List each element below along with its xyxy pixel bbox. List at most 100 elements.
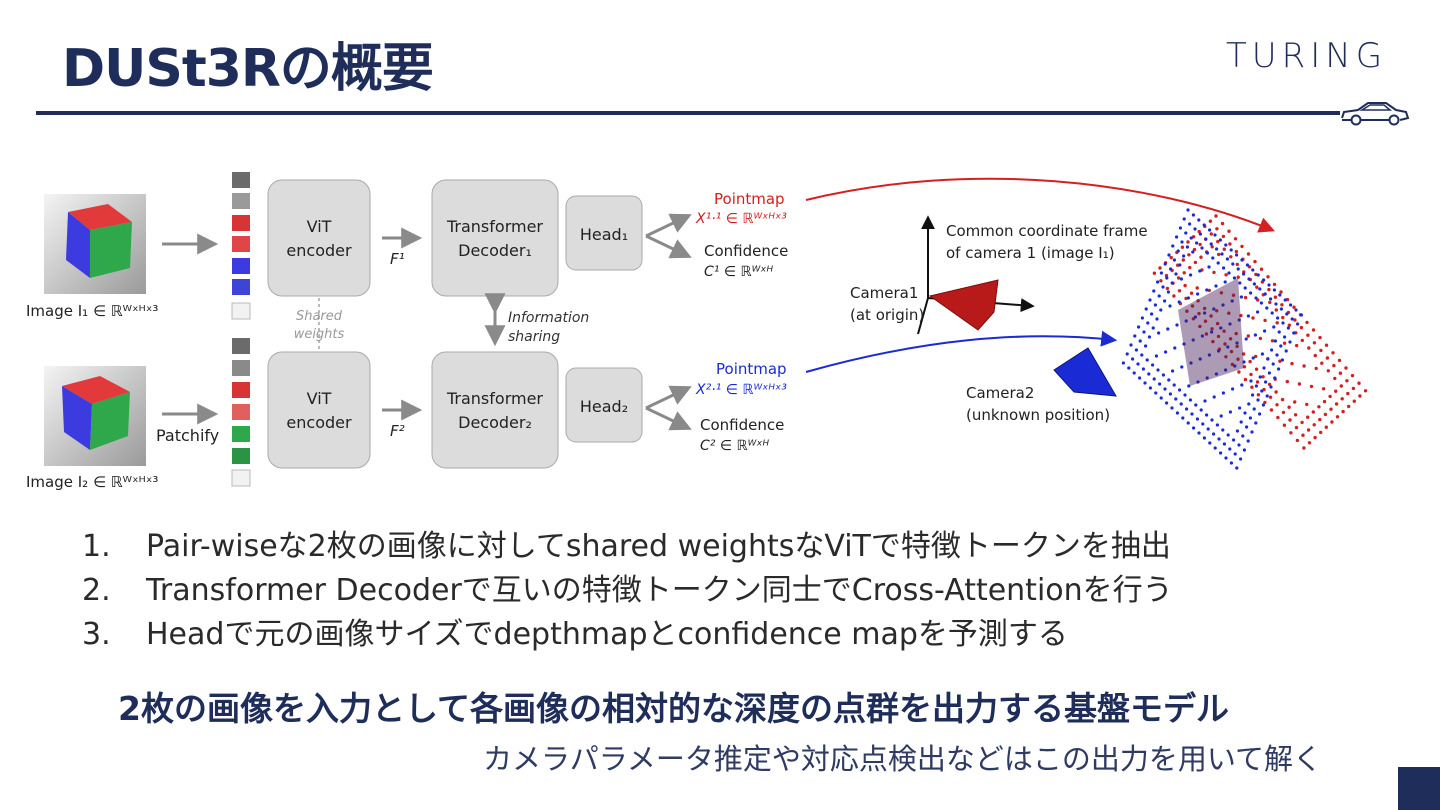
car-icon bbox=[1341, 102, 1410, 126]
cloud-point bbox=[1242, 448, 1246, 452]
cloud-point bbox=[1178, 263, 1182, 267]
cloud-point bbox=[1223, 342, 1227, 346]
cloud-point bbox=[1211, 339, 1215, 344]
cloud-point bbox=[1251, 356, 1255, 360]
cloud-point bbox=[1223, 280, 1227, 284]
cloud-point bbox=[1131, 357, 1135, 361]
cloud-point bbox=[1222, 329, 1226, 333]
cloud-point bbox=[1137, 325, 1141, 329]
cloud-point bbox=[1180, 240, 1184, 244]
cloud-point bbox=[1269, 408, 1274, 412]
cloud-point bbox=[1216, 334, 1221, 339]
cloud-point bbox=[1155, 317, 1159, 321]
cloud-point bbox=[1306, 415, 1310, 419]
cloud-point bbox=[1263, 400, 1267, 405]
cloud-point bbox=[1273, 376, 1277, 380]
cloud-point bbox=[1129, 343, 1133, 347]
cloud-point bbox=[1333, 376, 1337, 381]
cloud-point bbox=[1267, 287, 1271, 292]
cloud-point bbox=[1199, 408, 1203, 412]
cloud-point bbox=[1195, 417, 1199, 421]
cloud-point bbox=[1312, 341, 1317, 345]
cloud-point bbox=[1222, 247, 1227, 251]
cloud-point bbox=[1250, 385, 1254, 389]
cloud-point bbox=[1191, 338, 1195, 342]
cloud-point bbox=[1206, 427, 1210, 431]
cloud-point bbox=[1237, 318, 1241, 322]
cloud-point bbox=[1330, 420, 1334, 424]
vit-encoder-1-line1: ViT bbox=[307, 217, 332, 236]
cloud-point bbox=[1198, 324, 1202, 329]
cloud-point bbox=[1165, 286, 1170, 291]
cloud-point bbox=[1207, 288, 1212, 293]
cloud-point bbox=[1254, 421, 1258, 425]
cloud-point bbox=[1242, 272, 1246, 276]
cloud-point bbox=[1233, 452, 1237, 456]
cloud-point bbox=[1233, 364, 1237, 368]
cloud-point bbox=[1212, 395, 1216, 399]
cloud-point bbox=[1193, 227, 1197, 231]
cloud-point bbox=[1241, 352, 1246, 356]
cloud-point bbox=[1151, 326, 1155, 330]
cloud-point bbox=[1204, 332, 1209, 336]
cloud-point bbox=[1180, 365, 1184, 369]
cloud-point bbox=[1181, 416, 1185, 420]
cloud-point bbox=[1217, 437, 1221, 441]
summary-substatement: カメラパラメータ推定や対応点検出などはこの出力を用いて解く bbox=[483, 742, 1322, 776]
cloud-point bbox=[1302, 446, 1306, 450]
cloud-point bbox=[1264, 380, 1268, 384]
cloud-point bbox=[1142, 330, 1146, 334]
cloud-point bbox=[1335, 415, 1340, 419]
pointmap-1-arrow bbox=[805, 177, 1275, 233]
cloud-point bbox=[1168, 392, 1172, 396]
cloud-point bbox=[1205, 288, 1209, 292]
cloud-point bbox=[1239, 457, 1243, 461]
cloud-point bbox=[1245, 425, 1249, 429]
cloud-point bbox=[1224, 243, 1228, 247]
image2-cube bbox=[44, 366, 146, 466]
bullet-item: 1.Pair-wiseな2枚の画像に対してshared weightsなViTで… bbox=[82, 529, 1171, 564]
cloud-point bbox=[1236, 357, 1240, 361]
camera1-shape bbox=[928, 279, 999, 331]
cloud-point bbox=[1252, 282, 1256, 286]
cloud-point bbox=[1270, 339, 1275, 343]
cloud-point bbox=[1140, 353, 1144, 357]
cloud-point bbox=[1176, 249, 1180, 253]
turing-logo: TURING bbox=[1226, 36, 1388, 76]
cloud-point bbox=[1212, 270, 1216, 275]
cloud-point bbox=[1254, 367, 1259, 371]
frame-label-1: Common coordinate frame bbox=[946, 222, 1148, 240]
cloud-point bbox=[1138, 339, 1142, 343]
cloud-point bbox=[1228, 447, 1232, 451]
cloud-point bbox=[1299, 313, 1303, 317]
cloud-point bbox=[1171, 369, 1175, 373]
head-2 bbox=[565, 367, 643, 443]
cloud-point bbox=[1219, 414, 1223, 418]
cloud-point bbox=[1183, 393, 1187, 397]
cloud-point bbox=[1314, 366, 1318, 371]
cloud-point bbox=[1280, 358, 1284, 362]
cloud-point bbox=[1324, 425, 1329, 429]
cloud-point bbox=[1358, 394, 1362, 398]
cloud-point bbox=[1210, 330, 1214, 334]
cloud-point bbox=[1170, 406, 1174, 410]
cloud-point bbox=[1220, 252, 1224, 256]
confidence-2-formula: C² ∈ ℝᵂˣᴴ bbox=[700, 438, 770, 454]
cloud-point bbox=[1159, 308, 1163, 312]
slide-title: DUSt3Rの概要 bbox=[62, 39, 434, 99]
cloud-point bbox=[1229, 255, 1233, 259]
cloud-point bbox=[1276, 415, 1280, 420]
cloud-point bbox=[1292, 305, 1296, 309]
cloud-point bbox=[1125, 352, 1129, 356]
cloud-point bbox=[1229, 349, 1234, 354]
confidence-1-formula: C¹ ∈ ℝᵂˣᴴ bbox=[704, 264, 774, 280]
cloud-point bbox=[1189, 236, 1193, 240]
cloud-point bbox=[1200, 334, 1204, 338]
cloud-point bbox=[1279, 344, 1283, 348]
cloud-point bbox=[1183, 283, 1187, 288]
cloud-point bbox=[1319, 348, 1323, 353]
cloud-point bbox=[1214, 284, 1218, 288]
cloud-point bbox=[1158, 382, 1162, 386]
cloud-point bbox=[1147, 372, 1151, 376]
cloud-point bbox=[1218, 238, 1222, 242]
